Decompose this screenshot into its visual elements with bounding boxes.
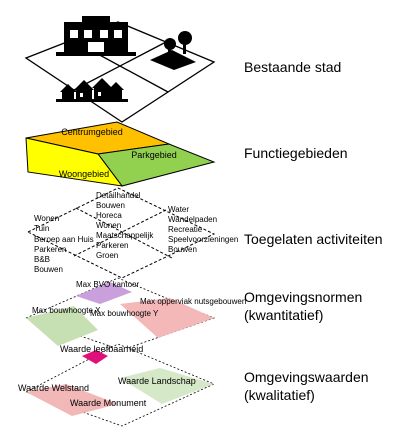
norm-area-green <box>26 306 98 346</box>
value-area-green <box>120 368 214 404</box>
value-label: Waarde Landschap <box>118 376 196 386</box>
activities-divider <box>73 209 167 257</box>
layer-label-omgevingswaarden: Omgevingswaarden (kwalitatief) <box>244 369 369 403</box>
activity-item: Parkeren <box>96 241 128 250</box>
activity-item: B&B <box>34 255 50 264</box>
zone-label-centrum: Centrumgebied <box>61 127 123 137</box>
mall-icon: MALL <box>56 16 136 56</box>
activity-item: Speelvoorzieningen <box>168 235 238 244</box>
activity-item: Detailhandel <box>96 191 141 200</box>
value-label: Waarde Monument <box>70 398 147 408</box>
norm-label: Max bouwhoogte Y <box>90 309 159 318</box>
trees-icon <box>150 31 196 70</box>
woon-activities: Wonen Tuin Beroep aan Huis Parkeren B&B … <box>34 214 94 274</box>
layer-label-bestaande-stad: Bestaande stad <box>244 59 342 75</box>
activity-item: Bouwen <box>34 265 63 274</box>
layer-label-activiteiten: Toegelaten activiteiten <box>244 231 383 247</box>
norm-area-pink <box>120 298 214 338</box>
value-area-pink <box>26 384 118 416</box>
zone-label-woon: Woongebied <box>59 169 109 179</box>
layer-omgevingswaarden: Waarde leefbaarheid Waarde Welstand Waar… <box>18 343 215 427</box>
city-divider <box>73 41 167 91</box>
activity-item: Maatschappelijk <box>96 231 154 240</box>
activity-item: Wandelpaden <box>168 215 217 224</box>
norm-label: Max BVO kantoor <box>76 280 139 289</box>
layer-label-functiegebieden: Functiegebieden <box>244 145 348 161</box>
activity-item: Recreatie <box>168 225 203 234</box>
activity-item: Wonen <box>96 221 121 230</box>
layer-label-omgevingsnormen: Omgevingsnormen (kwantitatief) <box>244 289 363 323</box>
activity-item: Beroep aan Huis <box>34 235 94 244</box>
activity-item: Parkeren <box>34 245 66 254</box>
activity-item: Groen <box>96 251 118 260</box>
activity-item: Horeca <box>96 211 122 220</box>
woon-zone <box>25 137 124 187</box>
activity-item: Bouwen <box>96 201 125 210</box>
value-label: Waarde leefbaarheid <box>60 344 143 354</box>
houses-icon <box>56 78 128 102</box>
value-area-magenta <box>82 350 108 364</box>
activities-divider <box>75 207 173 259</box>
activity-item: Bouwen <box>168 245 197 254</box>
value-label: Waarde Welstand <box>18 383 89 393</box>
mall-sign-text: MALL <box>84 17 109 27</box>
activity-item: Tuin <box>34 224 49 233</box>
layer-activiteiten: Wonen Tuin Beroep aan Huis Parkeren B&B … <box>26 187 238 279</box>
layer-omgevingsnormen: Max BVO kantoor Max opperviak nutsgebouw… <box>24 277 246 351</box>
norm-area-purple <box>76 282 132 304</box>
activity-item: Water <box>168 205 189 214</box>
park-activities: Water Wandelpaden Recreatie Speelvoorzie… <box>168 205 238 254</box>
zone-label-park: Parkgebied <box>131 150 177 160</box>
layer-bestaande-stad: MALL <box>24 16 216 123</box>
centrum-activities: Detailhandel Bouwen Horeca Wonen Maatsch… <box>96 191 154 260</box>
norm-label: Max bouwhoogte X <box>32 306 101 315</box>
activity-item: Wonen <box>34 214 59 223</box>
norm-label-line: Max BVO kantoor <box>76 280 139 289</box>
layer-functiegebieden: Centrumgebied Parkgebied Woongebied <box>25 121 216 187</box>
norm-label: Max opperviak nutsgebouwen <box>140 297 246 306</box>
